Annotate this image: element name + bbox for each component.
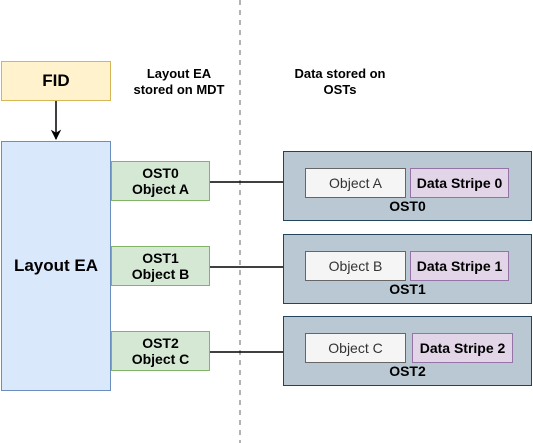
layout-entry-ost2: OST2 Object C bbox=[111, 331, 210, 371]
object-a-box: Object A bbox=[305, 168, 406, 198]
object-b-box: Object B bbox=[305, 251, 406, 281]
data-stripe-2-box: Data Stripe 2 bbox=[412, 333, 513, 363]
object-c-box: Object C bbox=[305, 333, 406, 363]
ost2-container: Object C Data Stripe 2 OST2 bbox=[283, 316, 532, 386]
entry-object-label: Object B bbox=[131, 266, 190, 282]
fid-box: FID bbox=[1, 61, 111, 101]
layout-ea-box: Layout EA bbox=[1, 141, 111, 391]
data-stripe-1-box: Data Stripe 1 bbox=[410, 251, 509, 281]
entry-ost-label: OST1 bbox=[142, 250, 179, 266]
ost0-label: OST0 bbox=[389, 198, 426, 214]
data-stripe-0-box: Data Stripe 0 bbox=[410, 168, 509, 198]
layout-entry-ost0: OST0 Object A bbox=[111, 161, 210, 201]
entry-ost-label: OST0 bbox=[142, 165, 179, 181]
entry-object-label: Object A bbox=[131, 181, 190, 197]
ost2-label: OST2 bbox=[389, 363, 426, 379]
ost1-label: OST1 bbox=[389, 281, 426, 297]
ost1-container: Object B Data Stripe 1 OST1 bbox=[283, 234, 532, 304]
layout-entry-ost1: OST1 Object B bbox=[111, 246, 210, 286]
ost0-container: Object A Data Stripe 0 OST0 bbox=[283, 151, 532, 221]
entry-object-label: Object C bbox=[131, 351, 190, 367]
heading-layout-ea-mdt: Layout EA stored on MDT bbox=[133, 66, 225, 97]
entry-ost-label: OST2 bbox=[142, 335, 179, 351]
heading-data-osts: Data stored on OSTs bbox=[294, 66, 386, 97]
